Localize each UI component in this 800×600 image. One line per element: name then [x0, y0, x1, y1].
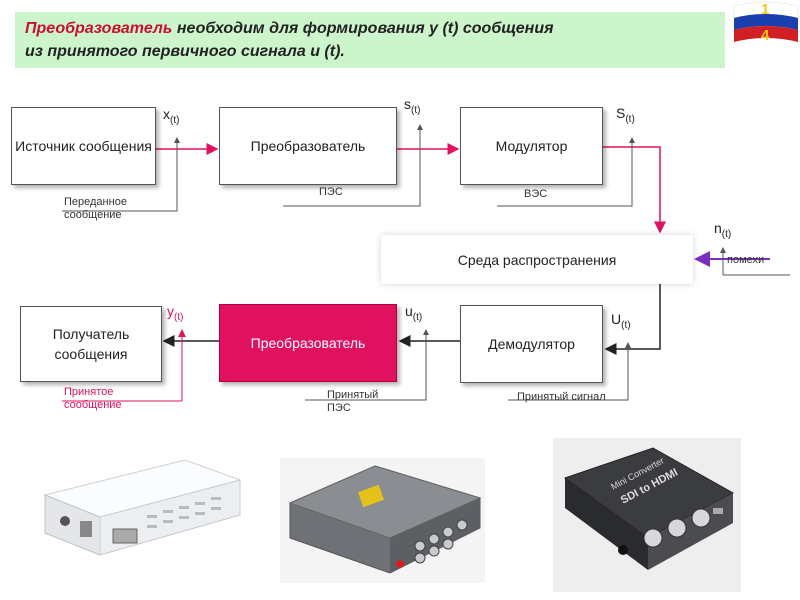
russian-flag-icon: 1 4	[733, 1, 799, 44]
signal-u-label: u(t)	[405, 303, 423, 323]
block-receiver: Получатель сообщения	[20, 306, 162, 382]
arrow-medium-to-demodulator	[604, 284, 661, 355]
device-photo-mini-converter: Mini Converter SDI to HDMI	[553, 438, 741, 592]
note-pes: ПЭС	[319, 186, 343, 198]
banner-title-highlight: Преобразователь	[25, 20, 173, 37]
banner-line-1: Преобразователь необходим для формирован…	[25, 17, 715, 40]
signal-y-label: y(t)	[167, 303, 184, 323]
badge-digit-bottom: 4	[761, 27, 770, 44]
arrow-modulator-to-medium	[603, 146, 666, 234]
note-received-signal: Принятый сигнал	[517, 391, 606, 403]
block-source: Источник сообщения	[11, 107, 156, 185]
tap-x	[62, 137, 180, 212]
banner-title-rest: необходим для формирования y (t) сообщен…	[172, 20, 554, 37]
signal-n-label: n(t)	[714, 220, 732, 240]
title-banner: Преобразователь необходим для формирован…	[15, 12, 725, 68]
tap-u	[305, 329, 429, 401]
note-noise: помехи	[727, 254, 765, 266]
block-modulator: Модулятор	[460, 107, 603, 185]
block-demodulator: Демодулятор	[460, 305, 603, 383]
signal-x-label: x(t)	[163, 106, 180, 126]
tap-S	[497, 137, 635, 207]
tap-s	[283, 124, 423, 207]
block-converter-rx: Преобразователь	[219, 304, 397, 382]
block-medium: Среда распространения	[381, 235, 693, 284]
note-ves: ВЭС	[524, 188, 548, 200]
block-converter-tx: Преобразователь	[219, 107, 397, 185]
banner-line-2: из принятого первичного сигнала u (t).	[25, 43, 345, 60]
device-photo-fiber-mux	[280, 458, 485, 583]
badge-digit-top: 1	[761, 1, 769, 18]
device-photo-white-converter	[43, 459, 242, 556]
signal-S-label: S(t)	[616, 105, 635, 125]
signal-s-label: s(t)	[404, 96, 421, 116]
tap-U	[508, 342, 631, 401]
signal-U-label: U(t)	[611, 311, 631, 331]
